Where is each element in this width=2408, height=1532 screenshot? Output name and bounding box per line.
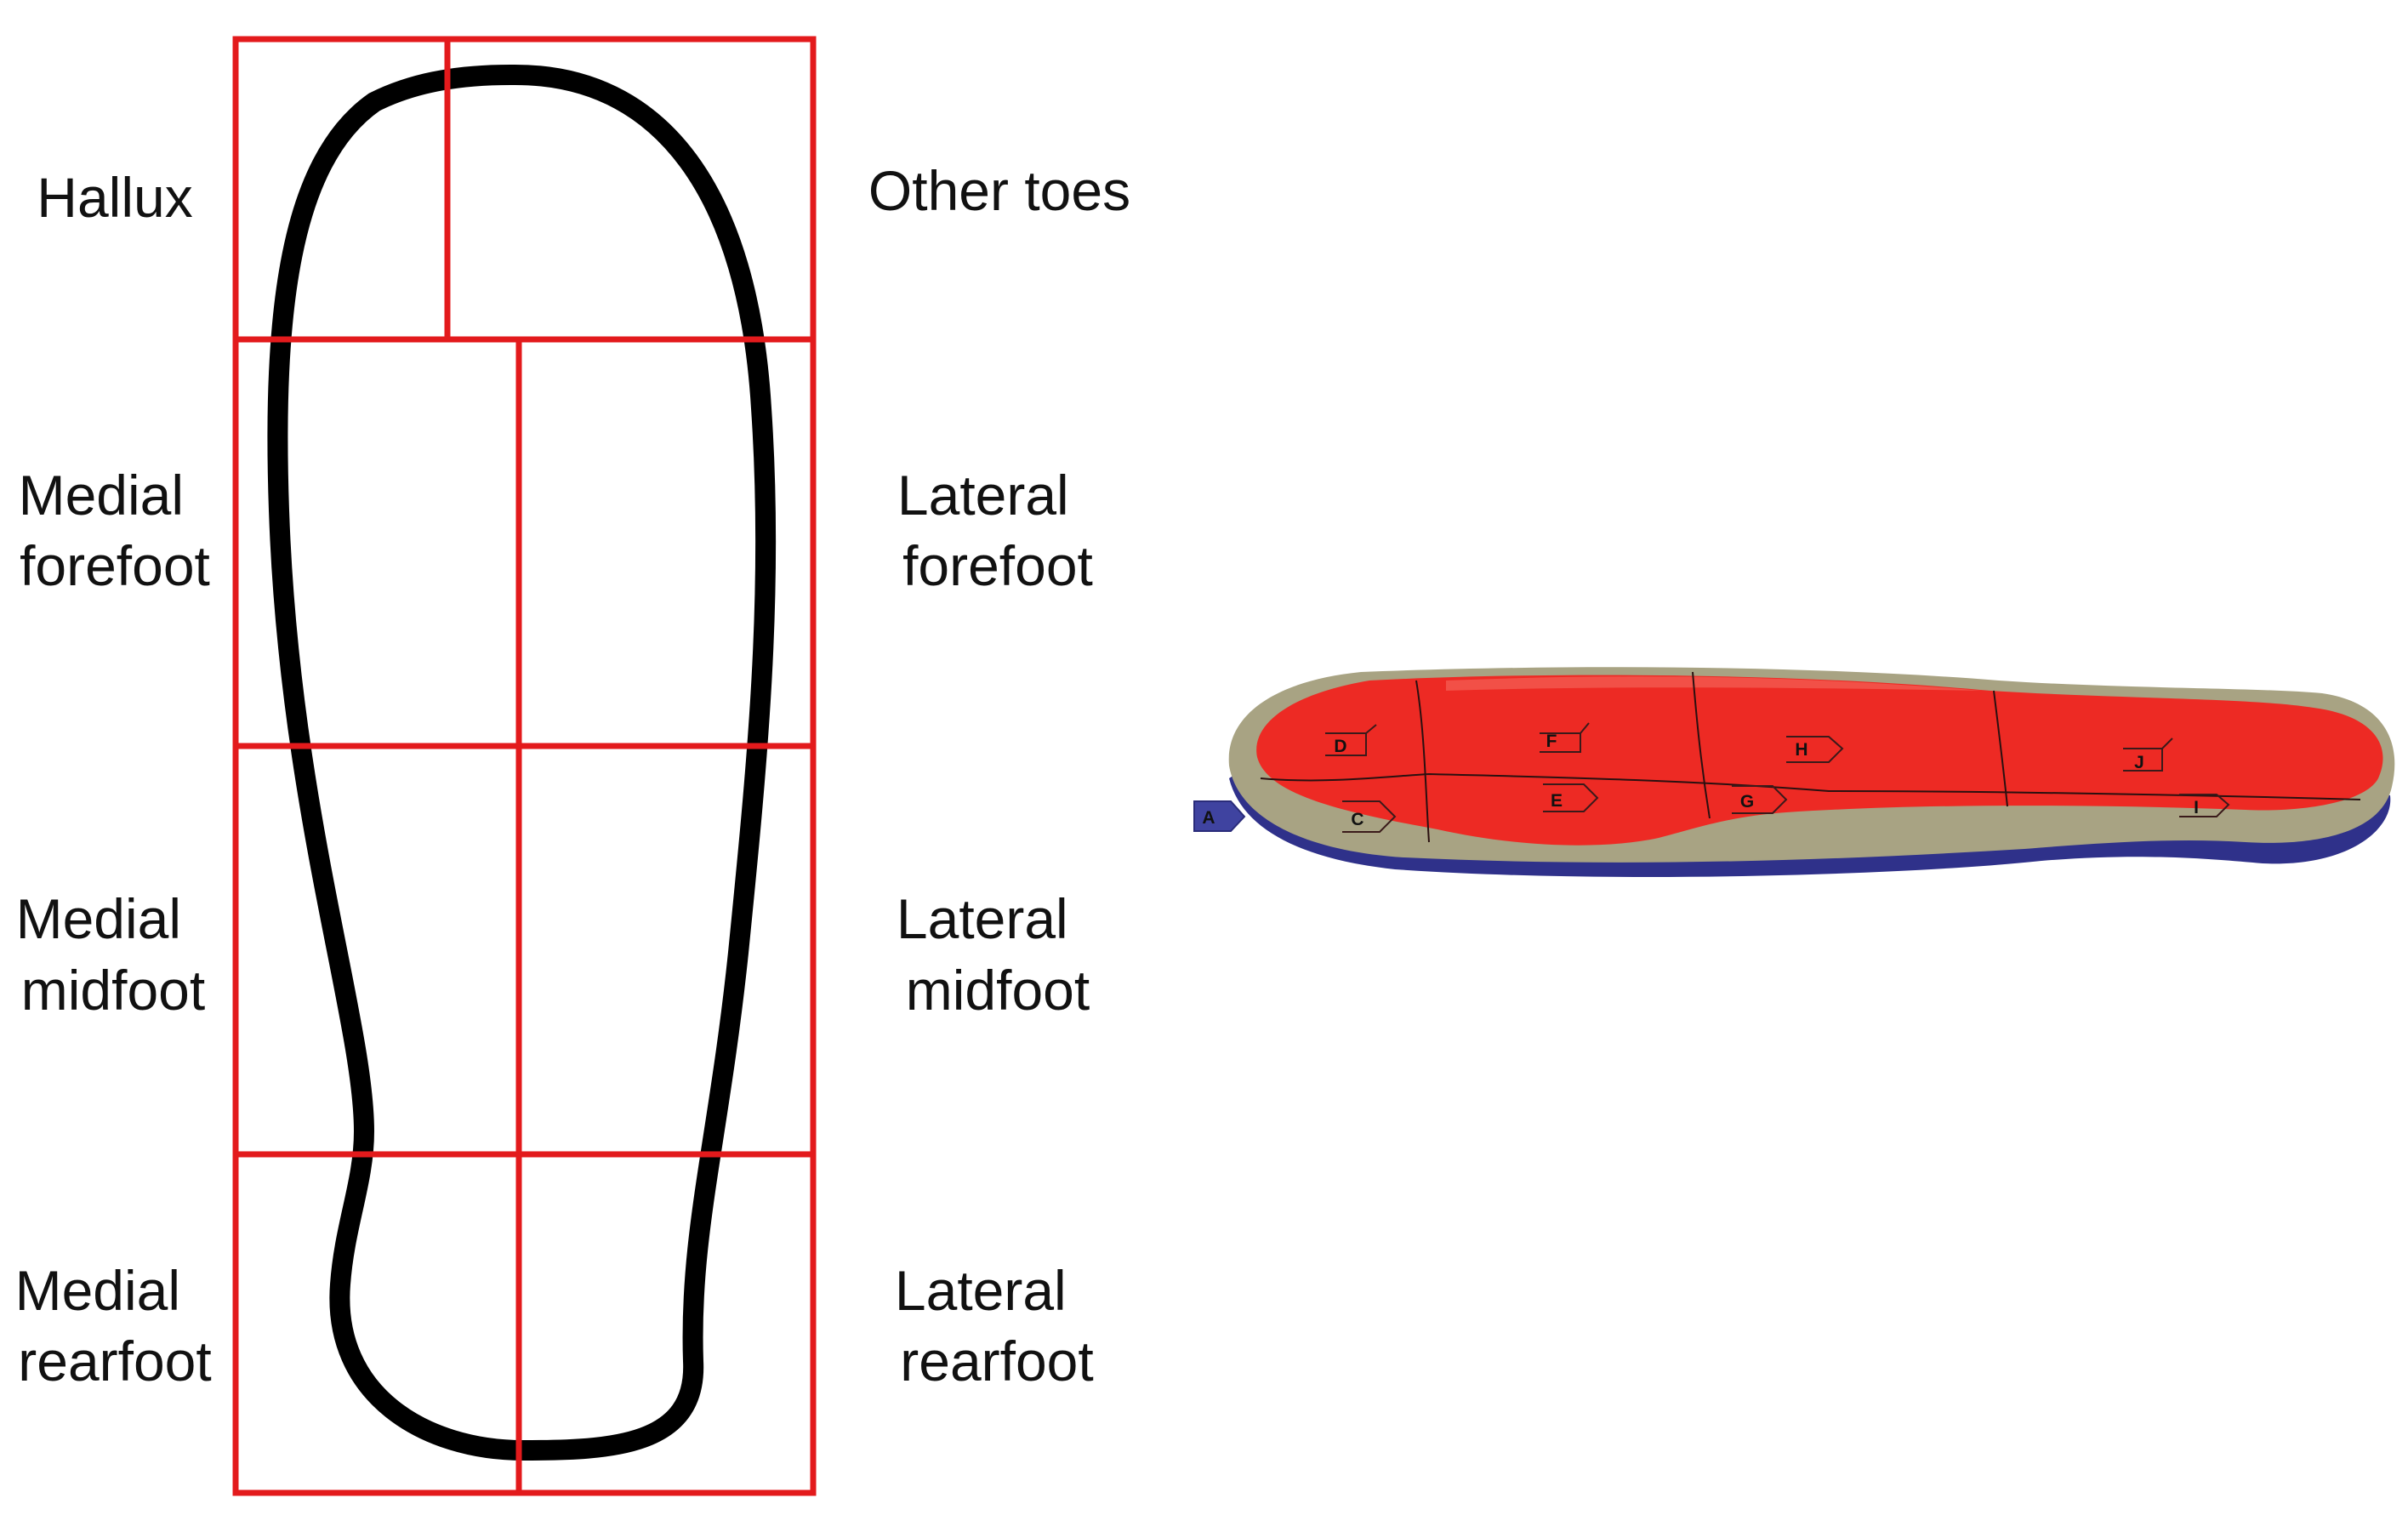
insole-top-surface (1256, 675, 2383, 846)
marker-d: D (1325, 724, 1377, 756)
marker-f: F (1540, 722, 1590, 753)
zone-line-2 (1692, 671, 1711, 819)
zone-line-3 (1993, 690, 2008, 807)
insole-zone-lines (1260, 671, 2361, 843)
label-medial-forefoot: Medial forefoot (19, 464, 210, 597)
insole-highlight (1446, 676, 1982, 691)
svg-text:I: I (2194, 798, 2199, 817)
foot-outline (267, 64, 777, 1461)
svg-text:E: E (1551, 791, 1563, 811)
insole-render: A D C F E (1193, 667, 2395, 877)
region-box-lateral-rearfoot (515, 1151, 817, 1496)
label-lateral-forefoot: Lateral forefoot (897, 464, 1093, 597)
region-box-medial-midfoot (232, 743, 522, 1158)
marker-c: C (1342, 800, 1397, 833)
svg-text:J: J (2134, 753, 2144, 772)
label-hallux: Hallux (37, 166, 192, 229)
label-lateral-midfoot: Lateral midfoot (897, 887, 1090, 1022)
marker-e: E (1543, 783, 1599, 812)
marker-i: I (2179, 794, 2230, 817)
marker-h: H (1786, 736, 1844, 763)
region-grid (232, 36, 817, 1496)
svg-text:A: A (1202, 808, 1215, 828)
svg-text:C: C (1351, 810, 1363, 829)
zone-line-horizontal (1260, 772, 2361, 800)
svg-text:H: H (1795, 740, 1807, 760)
zone-line-1 (1415, 680, 1430, 843)
label-medial-rearfoot: Medial rearfoot (15, 1259, 212, 1392)
region-box-lateral-midfoot (515, 743, 817, 1158)
region-labels: Hallux Other toes Medial forefoot Latera… (15, 159, 1130, 1392)
svg-text:D: D (1334, 737, 1346, 756)
insole-markers: A D C F E (1193, 722, 2230, 833)
marker-g: G (1732, 785, 1788, 814)
insole-base (1229, 770, 2391, 877)
label-other-toes: Other toes (868, 159, 1130, 222)
foot-diagram (232, 36, 817, 1496)
svg-text:F: F (1546, 732, 1557, 751)
marker-a: A (1193, 800, 1246, 832)
svg-text:G: G (1740, 792, 1754, 812)
label-medial-midfoot: Medial midfoot (16, 887, 206, 1022)
label-lateral-rearfoot: Lateral rearfoot (895, 1259, 1094, 1392)
marker-j: J (2123, 738, 2173, 772)
